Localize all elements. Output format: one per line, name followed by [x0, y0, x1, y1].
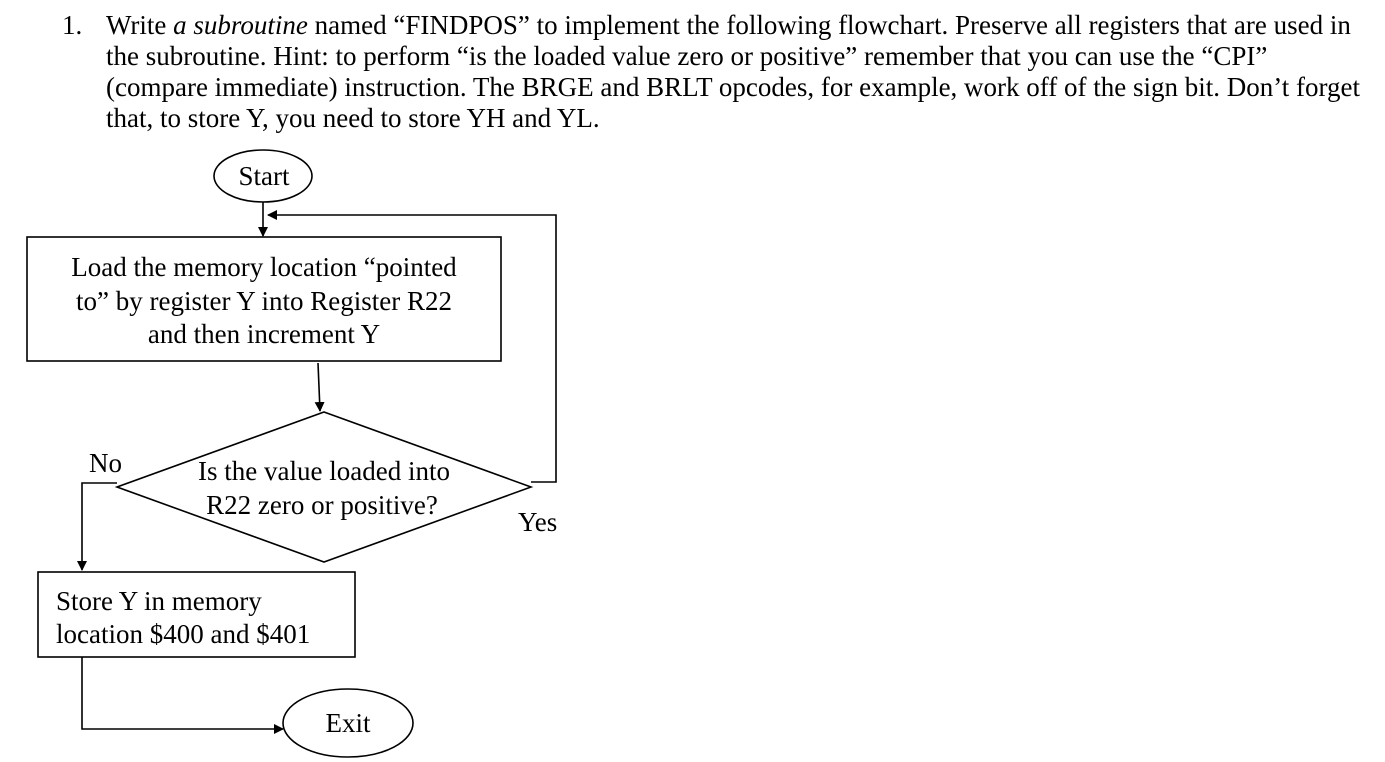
load-box-line-2: to” by register Y into Register R22 — [76, 286, 452, 316]
exit-label: Exit — [326, 708, 371, 738]
start-label: Start — [239, 161, 290, 191]
load-box-line-3: and then increment Y — [148, 319, 380, 349]
arrow-load-to-decision — [314, 362, 325, 412]
decision-line-1: Is the value loaded into — [198, 456, 450, 486]
load-process-box — [26, 236, 502, 362]
load-box-line-1: Load the memory location “pointed — [71, 252, 457, 282]
decision-diamond — [114, 411, 534, 563]
question-number: 1. — [62, 10, 83, 40]
question-text-rest: named “FINDPOS” to implement the followi… — [106, 10, 1361, 133]
question-italic-text: a subroutine — [173, 10, 308, 40]
store-box-line-1: Store Y in memory — [56, 586, 262, 616]
question-text: Write a subroutine named “FINDPOS” to im… — [106, 10, 1361, 134]
store-process-box — [37, 571, 356, 658]
yes-label: Yes — [518, 507, 557, 537]
store-box-line-2: location $400 and $401 — [56, 619, 310, 649]
arrow-store-to-exit — [81, 657, 284, 734]
arrow-no-branch — [77, 482, 117, 571]
question-text-start: Write — [106, 10, 174, 40]
decision-line-2: R22 zero or positive? — [206, 490, 438, 520]
no-label: No — [89, 448, 122, 478]
arrow-yes-loop — [267, 210, 557, 483]
exit-terminal — [282, 688, 414, 758]
